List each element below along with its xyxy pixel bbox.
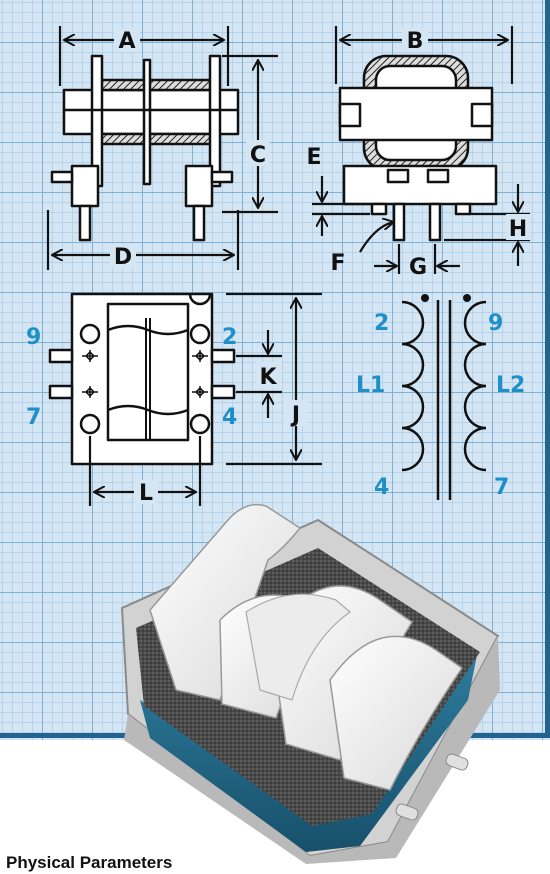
side-view (338, 54, 498, 242)
side-view-pin-right (428, 202, 442, 242)
bottom-view-pin (210, 348, 236, 364)
bottom-view-hole (79, 323, 101, 345)
bottom-view-pin-markers (82, 350, 208, 398)
bottom-view-hole (79, 413, 101, 435)
pin-label-top-left: 9 (26, 325, 41, 350)
dim-label-f: F (330, 251, 345, 276)
pin-label-bottom-left: 7 (26, 405, 41, 430)
coil-label-l1: L1 (356, 373, 385, 398)
dim-label-l: L (139, 481, 153, 506)
dim-label-c: C (250, 143, 266, 168)
pin-label-top-right: 2 (222, 325, 237, 350)
schematic-symbol (401, 300, 487, 500)
dim-k-bg (256, 362, 282, 388)
bottom-view-dimensions (88, 292, 322, 506)
dim-a-bg (114, 28, 140, 52)
dim-d-bg (110, 244, 136, 268)
dim-label-g: G (409, 255, 427, 280)
side-view-core (338, 86, 494, 142)
dim-j-bg (284, 400, 308, 426)
dim-label-d: D (114, 245, 132, 270)
schematic-pin-left-top: 2 (374, 311, 389, 336)
coil-label-l2: L2 (496, 373, 525, 398)
side-view-base (342, 164, 498, 206)
polarity-dot-left (421, 294, 429, 302)
front-view-dimensions (46, 26, 278, 270)
front-view-flange-right (208, 54, 222, 188)
dim-l-bg (134, 480, 158, 504)
dim-label-h: H (509, 217, 527, 242)
front-view-base-left (70, 164, 100, 208)
schematic-pin-right-top: 9 (488, 311, 503, 336)
bottom-view (48, 292, 236, 466)
bottom-view-pin (210, 384, 236, 400)
dim-label-j: J (290, 403, 300, 428)
front-view-pin-right (192, 204, 206, 242)
polarity-dot-right (463, 294, 471, 302)
product-photo (120, 503, 500, 864)
bottom-view-pin (48, 348, 74, 364)
dim-h-bg (506, 214, 530, 240)
pin-label-bottom-right: 4 (222, 405, 237, 430)
dim-c-bg (246, 140, 270, 166)
dim-b-bg (402, 28, 428, 52)
bottom-view-hole (189, 323, 211, 345)
front-view-base-right (184, 164, 214, 208)
coil-l2 (463, 300, 487, 472)
physical-parameters-heading: Physical Parameters (6, 853, 173, 872)
dim-label-k: K (259, 365, 277, 390)
bottom-view-hole (189, 413, 211, 435)
schematic-pin-left-bottom: 4 (374, 475, 389, 500)
front-view-pin-left (78, 204, 92, 242)
schematic-pin-right-bottom: 7 (494, 475, 509, 500)
front-view (50, 54, 240, 242)
dim-label-e: E (306, 145, 321, 170)
side-view-pin-left (392, 202, 406, 242)
dim-label-b: B (407, 29, 424, 54)
bottom-view-pin (48, 384, 74, 400)
dim-label-a: A (118, 29, 135, 54)
coil-l1 (401, 300, 425, 472)
